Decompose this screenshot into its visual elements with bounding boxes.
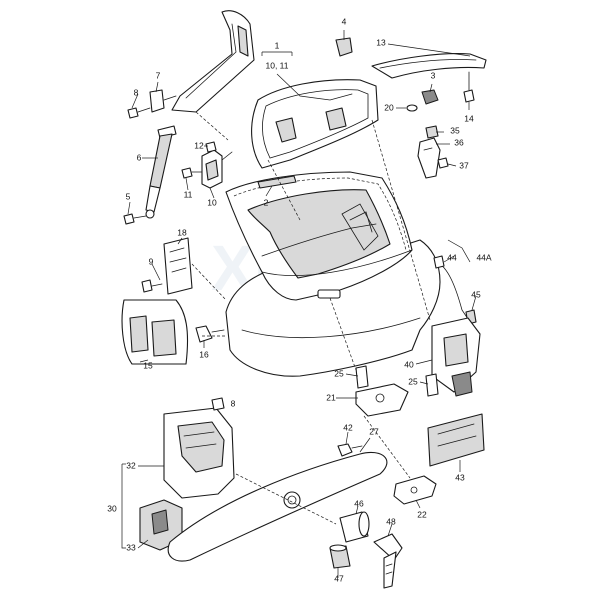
spoiler-13 — [371, 53, 487, 79]
callout-14: 14 — [464, 113, 474, 123]
callout-44A: 44A — [476, 252, 491, 262]
plate-43 — [427, 413, 485, 467]
bolt-9 — [141, 279, 163, 293]
bolt-11 — [181, 167, 203, 179]
assembly-lines — [191, 111, 431, 525]
callout-6: 6 — [137, 152, 142, 162]
callout-30: 30 — [107, 503, 117, 513]
lamp-trim-15 — [121, 299, 189, 365]
callout-40: 40 — [404, 359, 414, 369]
clip-3 — [421, 89, 439, 105]
callout-25-right: 25 — [408, 376, 418, 386]
callout-5: 5 — [126, 191, 131, 201]
lock-cylinder-46 — [339, 511, 370, 543]
callout-16: 16 — [199, 349, 209, 359]
car-body-rear — [225, 171, 441, 377]
callout-43: 43 — [455, 472, 465, 482]
callout-12: 12 — [194, 140, 204, 150]
callout-25-center: 25 — [334, 368, 344, 378]
callout-15: 15 — [143, 360, 153, 370]
clip-20 — [406, 104, 418, 112]
callout-44: 44 — [447, 252, 457, 262]
callout-1: 1 — [275, 40, 280, 50]
callout-8-top: 8 — [134, 87, 139, 97]
callout-10: 10 — [207, 197, 217, 207]
callout-21: 21 — [326, 392, 336, 402]
callout-22: 22 — [417, 509, 427, 519]
bolt-25-right — [425, 373, 439, 397]
callout-45: 45 — [471, 289, 481, 299]
callout-37: 37 — [459, 160, 469, 170]
callout-47: 47 — [334, 573, 344, 583]
pillar-trim — [171, 10, 255, 113]
bolt-25-center — [355, 365, 369, 389]
rivet-4 — [335, 37, 353, 57]
callout-46: 46 — [354, 498, 364, 508]
striker-plate-22 — [393, 475, 437, 505]
bolt-5 — [123, 213, 147, 225]
callout-1-sub: 10, 11 — [265, 60, 288, 70]
hinge-10 — [201, 149, 233, 189]
bolt-8-lower — [211, 397, 225, 411]
bolt-14 — [463, 71, 475, 103]
bolt-42 — [337, 443, 363, 457]
nut-12 — [205, 141, 217, 153]
seal-strip-2 — [257, 175, 297, 189]
callout-32: 32 — [126, 460, 136, 470]
callout-35: 35 — [450, 125, 460, 135]
callout-27: 27 — [369, 426, 379, 436]
leader-lines — [121, 30, 477, 578]
gas-strut — [145, 125, 177, 219]
bolt-16 — [195, 325, 225, 343]
buffer-plate-18 — [163, 237, 193, 295]
callout-4: 4 — [342, 16, 347, 26]
callout-11: 11 — [184, 189, 193, 199]
tailgate-lid — [251, 79, 379, 169]
callout-9: 9 — [149, 256, 154, 266]
callout-labels: 1 10, 11 2 3 4 5 6 7 8 8 9 10 11 12 13 1… — [107, 16, 492, 583]
callout-48: 48 — [386, 516, 396, 526]
callout-3: 3 — [431, 70, 436, 80]
callout-2: 2 — [264, 197, 269, 207]
handle-trim-27 — [167, 452, 388, 562]
callout-18: 18 — [177, 227, 187, 237]
screw-37 — [437, 157, 449, 169]
lock-housing-32 — [163, 407, 235, 499]
bolt-8-top — [127, 107, 151, 119]
latch-40 — [431, 317, 481, 397]
rod-44 — [433, 255, 471, 323]
callout-36: 36 — [454, 137, 464, 147]
callout-42: 42 — [343, 422, 353, 432]
bracket-7 — [149, 89, 177, 113]
bracket-36 — [417, 137, 441, 179]
bracket-21 — [355, 383, 409, 417]
callout-7: 7 — [156, 70, 161, 80]
callout-20: 20 — [384, 102, 394, 112]
callout-13: 13 — [376, 37, 386, 47]
key-48 — [373, 533, 403, 589]
cap-47 — [329, 544, 351, 569]
callout-8-lower: 8 — [231, 398, 236, 408]
callout-33: 33 — [126, 542, 136, 552]
clip-35 — [425, 125, 439, 139]
